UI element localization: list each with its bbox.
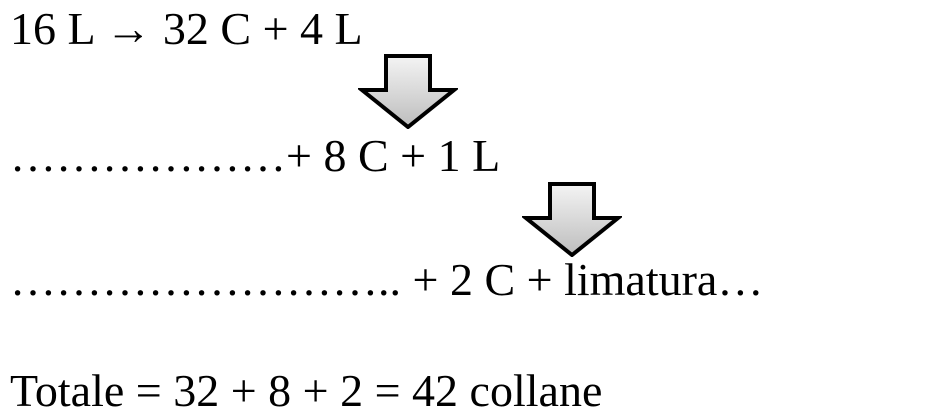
equation-line-3: …………………….. + 2 C + limatura… xyxy=(10,254,764,305)
down-arrow-icon xyxy=(358,54,458,129)
equation-line-1: 16 L → 32 C + 4 L xyxy=(10,3,363,54)
down-arrow-icon xyxy=(522,182,622,257)
total-line: Totale = 32 + 8 + 2 = 42 collane xyxy=(10,365,603,416)
equation-line-2: ………………+ 8 C + 1 L xyxy=(10,130,501,181)
